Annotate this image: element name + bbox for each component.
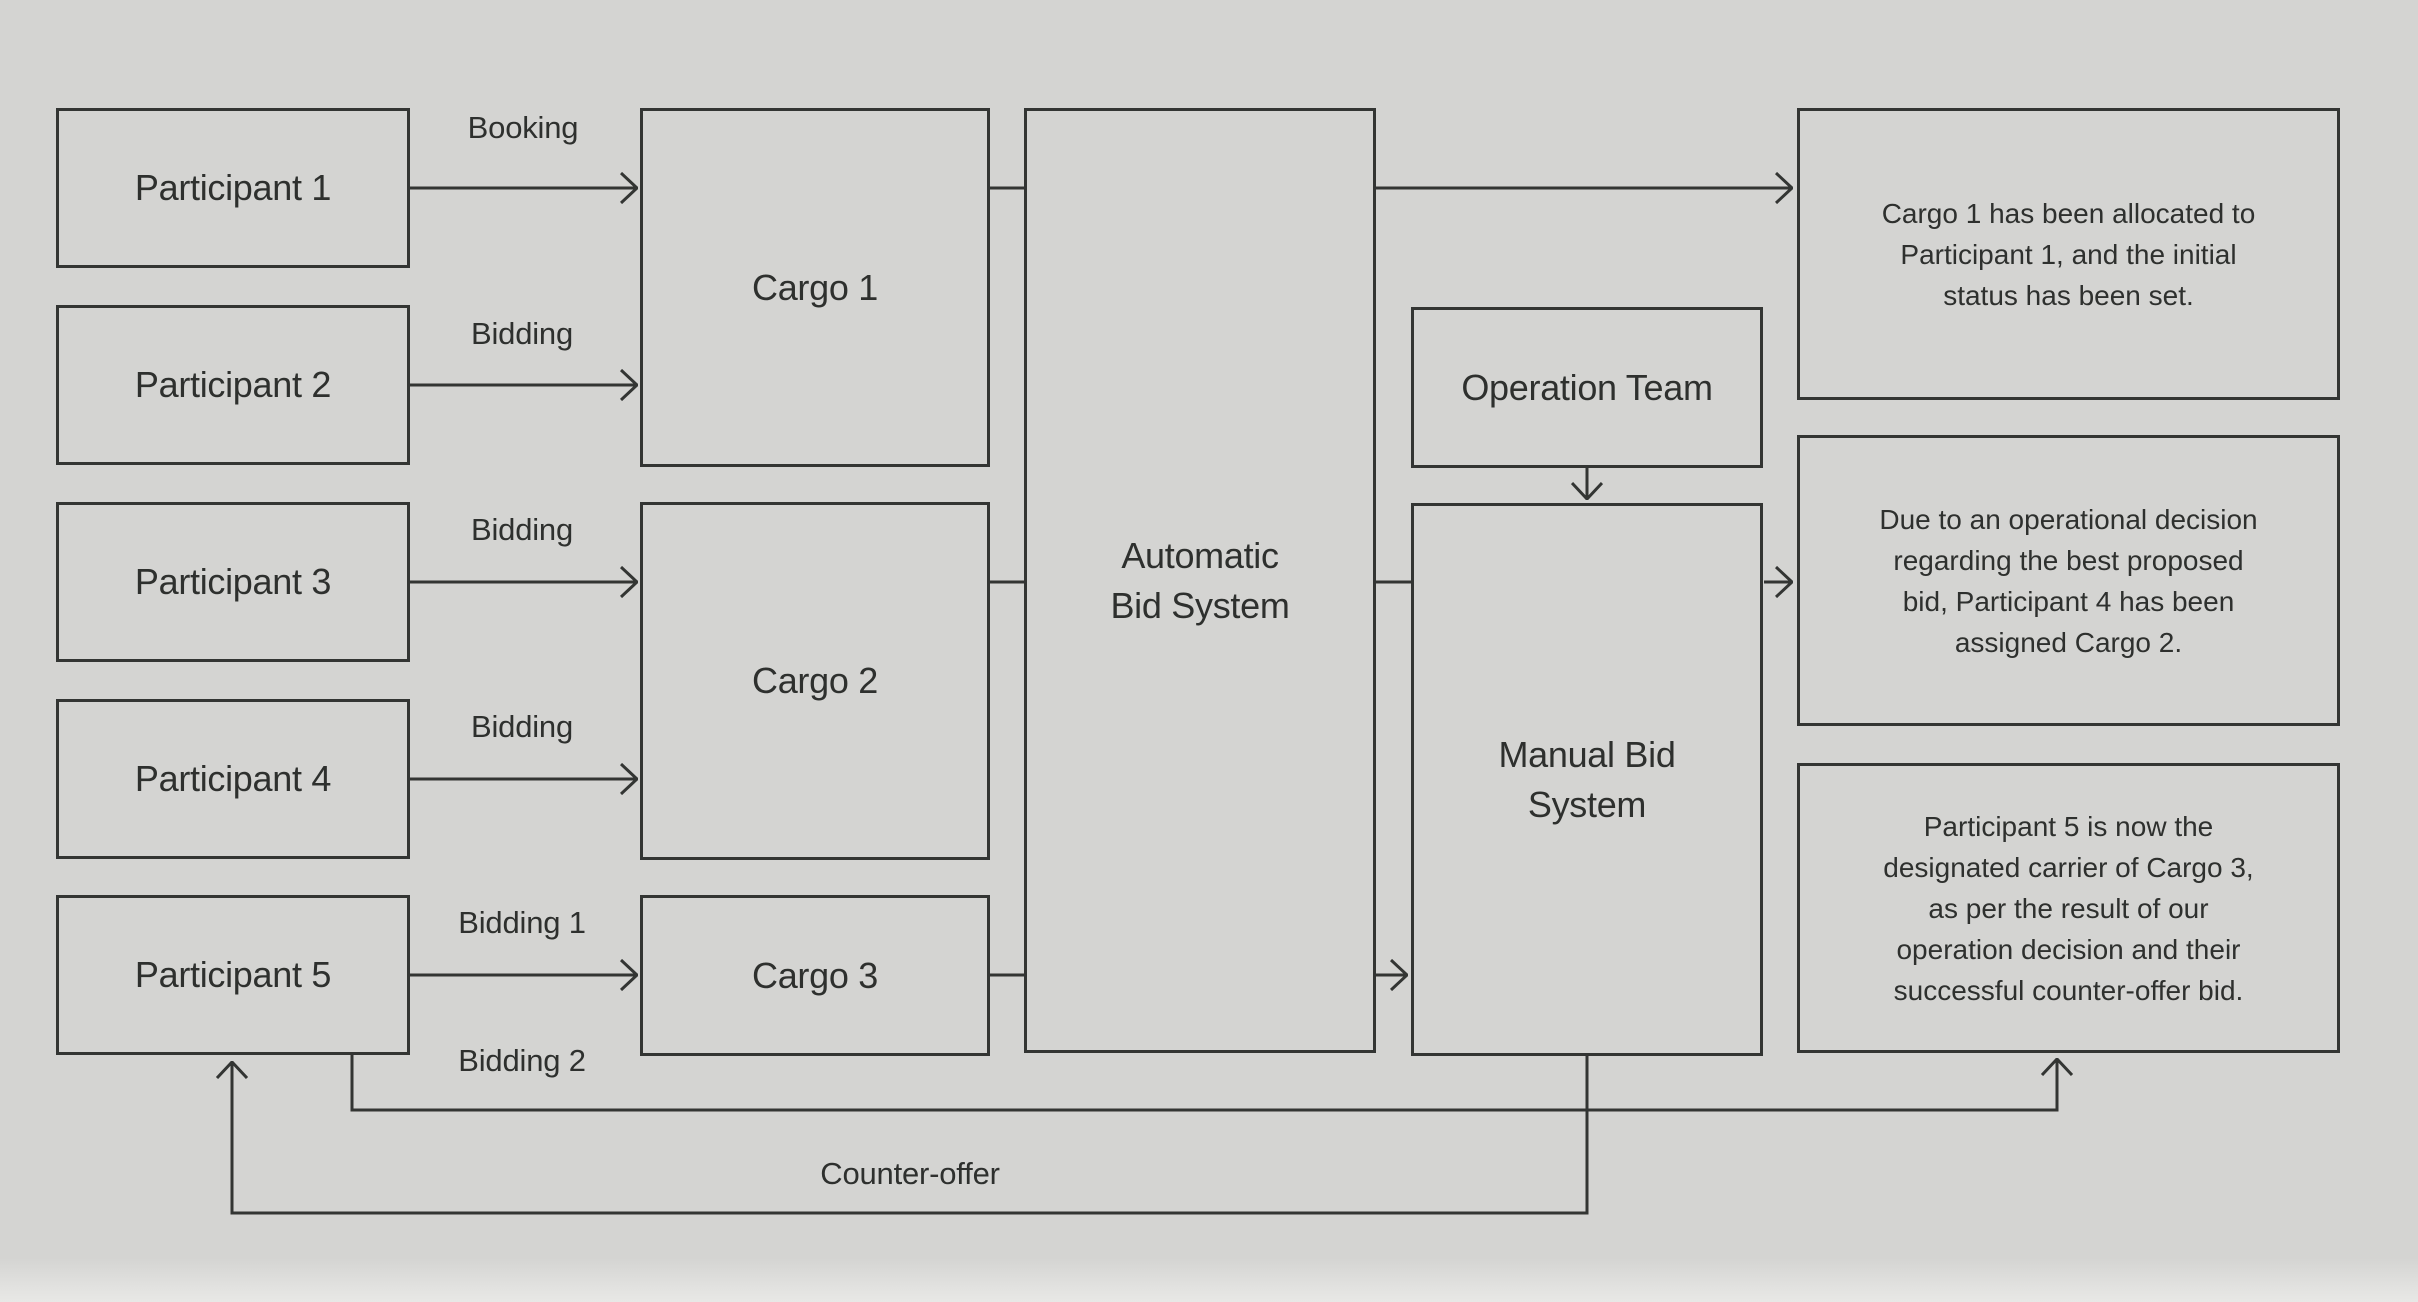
participant-3-box: Participant 3 [56,502,410,662]
participant-3-label: Participant 3 [134,561,332,602]
outcome-cargo3-box: Participant 5 is now the designated carr… [1797,763,2340,1053]
participant-4-label: Participant 4 [134,758,332,799]
participant-1-box: Participant 1 [56,108,410,268]
manual-bid-system-label: Manual Bid System [1498,730,1675,830]
operation-team-label: Operation Team [1461,366,1713,408]
bidding-1-edge-label: Bidding 1 [458,905,586,940]
operation-team-box: Operation Team [1411,307,1763,468]
booking-edge-label: Booking [467,110,579,145]
bidding-p3-edge-label: Bidding [470,512,574,547]
participant-5-box: Participant 5 [56,895,410,1055]
participant-5-label: Participant 5 [134,954,332,995]
participant-2-label: Participant 2 [134,364,332,405]
counter-offer-edge-label: Counter-offer [820,1156,1000,1191]
outcome-cargo2-box: Due to an operational decision regarding… [1797,435,2340,726]
cargo-2-box: Cargo 2 [640,502,990,860]
cargo-3-box: Cargo 3 [640,895,990,1056]
bidding-p4-edge-label: Bidding [470,709,574,744]
manual-bid-system-label-line2: System [1527,783,1647,825]
participant-2-box: Participant 2 [56,305,410,465]
bottom-sheen [0,1258,2418,1302]
bidding-2-edge-label: Bidding 2 [458,1043,586,1078]
outcome-cargo3-text: Participant 5 is now the designated carr… [1883,810,2254,1006]
cargo-1-box: Cargo 1 [640,108,990,467]
manual-bid-system-label-line1: Manual Bid [1498,733,1676,775]
cargo-3-label: Cargo 3 [752,954,878,996]
cargo-2-label: Cargo 2 [752,660,878,701]
participant-1-label: Participant 1 [134,167,332,208]
bidding-p2-edge-label: Bidding [470,316,574,351]
participant-4-box: Participant 4 [56,699,410,859]
outcome-cargo2-text: Due to an operational decision regarding… [1879,503,2258,658]
manual-bid-system-box: Manual Bid System [1411,503,1763,1056]
edge-bidding2-participant5-outcome3 [350,1055,2057,1112]
outcome-cargo1-text: Cargo 1 has been allocated to Participan… [1881,197,2256,311]
cargo-1-label: Cargo 1 [752,266,878,308]
automatic-bid-system-label-line1: Automatic [1121,534,1279,576]
automatic-bid-system-label-line2: Bid System [1110,584,1290,626]
automatic-bid-system-box: Automatic Bid System [1024,108,1376,1053]
automatic-bid-system-label: Automatic Bid System [1110,531,1289,631]
outcome-cargo1-box: Cargo 1 has been allocated to Participan… [1797,108,2340,400]
